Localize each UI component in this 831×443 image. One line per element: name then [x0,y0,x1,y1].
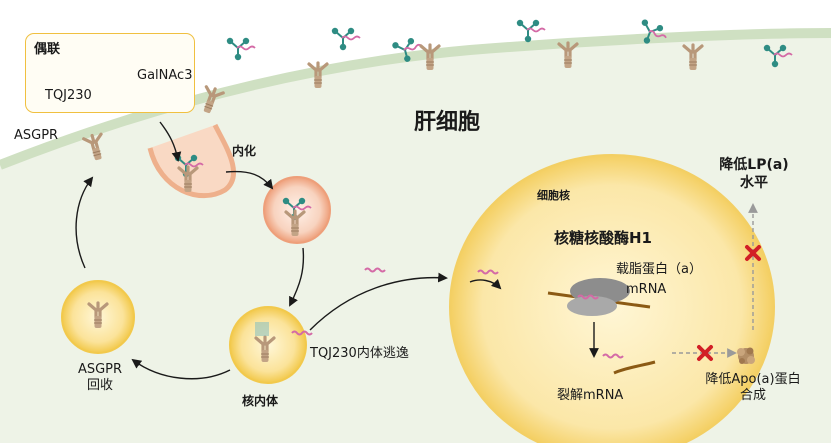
apolipoprotein-label: 载脂蛋白（a） [616,262,702,277]
cleaved-mrna-strand [613,360,656,375]
asgpr-recycle-label: ASGPR 回收 [70,362,130,394]
nucleus-label: 细胞核 [537,189,570,202]
reduce-synthesis-line1: 降低Apo(a)蛋白 [705,372,801,387]
cell-membrane [0,28,831,170]
endosomal-escape-label: TQJ230内体逃逸 [310,346,409,361]
conjugate-legend-box [25,33,195,113]
reduce-synthesis-label: 降低Apo(a)蛋白 合成 [697,372,809,404]
process-arrows [75,121,599,380]
asgpr-label: ASGPR [14,128,59,143]
reduce-synthesis-line2: 合成 [739,388,766,403]
asgpr-recycle-line2: 回收 [86,378,113,393]
hepatocyte-label: 肝细胞 [414,110,481,135]
cleaved-mrna-label: 裂解mRNA [557,388,624,403]
conjugate-title: 偶联 [34,42,61,57]
reduce-lpa-label: 降低LP(a) 水平 [708,156,800,192]
reduce-lpa-line1: 降低LP(a) [719,157,789,173]
block-x-icon [745,245,761,261]
asgpr-recycle-line1: ASGPR [77,362,123,377]
galnac-ligand-icon [515,18,546,44]
mrna-label: mRNA [626,282,667,297]
protein-icon [737,347,755,364]
endosome-label: 核内体 [242,394,279,408]
internalization-label: 内化 [232,144,257,158]
block-x-icon [697,345,713,361]
tqj230-label: TQJ230 [45,88,92,103]
dissociated-ligand [255,322,269,336]
galnac3-label: GalNAc3 [137,68,193,83]
internalized-vesicle [263,176,331,244]
galnac-ligand-icon [225,36,256,62]
reduce-lpa-line2: 水平 [740,175,768,191]
galnac-ligand-icon [330,26,361,52]
rnase-h1-label: 核糖核酸酶H1 [554,229,652,247]
